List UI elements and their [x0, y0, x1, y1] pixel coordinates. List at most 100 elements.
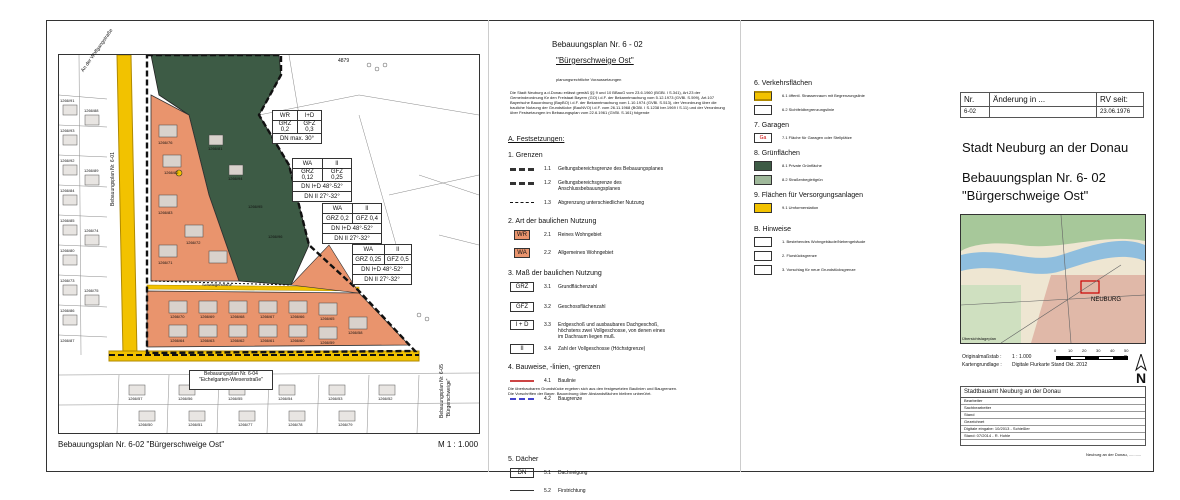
parcel-number: 1266/81	[208, 146, 223, 151]
plan-header-subtitle: "Bürgerschweige Ost"	[556, 56, 634, 65]
use-boundary	[150, 280, 292, 286]
legend-symbol	[754, 265, 772, 275]
parcel-number: 1266/74	[84, 228, 99, 233]
legend-group-title: 9. Flächen für Versorgungsanlagen	[754, 192, 863, 199]
legend-symbol	[510, 182, 534, 188]
legend-heading: A. Festsetzungen:	[508, 136, 565, 143]
dn-cell: DN I+D 48°-52°	[322, 223, 382, 234]
legend-text: 8.1 Private Grünfläche	[782, 163, 822, 168]
parcel-number: 1266/67	[260, 314, 275, 319]
base-label: Kartengrundlage :	[962, 362, 1002, 368]
legend-code: 1.3	[544, 200, 551, 206]
legend-code: 3.4	[544, 346, 551, 352]
legend-group-title: 2. Art der baulichen Nutzung	[508, 218, 597, 225]
scale-tick: 30	[1096, 348, 1101, 353]
legend-text: Allgemeines Wohngebiet	[558, 250, 614, 256]
overview-map-graphic: NEUBURG	[961, 215, 1145, 343]
signature-footer: Neuburg an der Donau, ...........	[1086, 452, 1142, 457]
legend-text: 8.2 Straßenbegleitgrün	[782, 177, 823, 182]
dn-cell: DN I+D 48°-52°	[292, 181, 352, 192]
legend-code: 1.2	[544, 180, 551, 186]
parcel-number: 1266/51	[188, 422, 203, 427]
footer-plan-title: Bebauungsplan Nr. 6-02 "Bürgerschweige O…	[58, 440, 225, 449]
parcel-number: 1266/63	[200, 338, 215, 343]
plan-sheet	[46, 20, 1154, 472]
legend-code: 3.2	[544, 304, 551, 310]
legend-text: Zahl der Vollgeschosse (Höchstgrenze)	[558, 346, 646, 352]
zone-cell: WA	[352, 244, 385, 255]
row-date: 23.06.1976	[1096, 106, 1144, 118]
grz-cell: GRZ 0,2	[272, 120, 298, 134]
parcel-number: 1266/66	[290, 314, 305, 319]
plan-boundary	[145, 55, 418, 355]
overview-map[interactable]: NEUBURG	[960, 214, 1146, 344]
base-value: Digitale Flurkarte Stand Okt. 2012	[1012, 362, 1088, 368]
transformer-station-icon	[175, 169, 183, 177]
parcel-number: 1266/95	[248, 204, 263, 209]
parcel-number: 1266/69	[200, 314, 215, 319]
legend-text: 1. Bestehendes Wohngebäude/Nebengebäude	[782, 239, 866, 244]
grz-cell: GRZ 0,25	[352, 254, 385, 265]
legend-group-title: 1. Grenzen	[508, 152, 543, 159]
legend-text: 9.1 Umformerstation	[782, 205, 819, 210]
legend-symbol: GRZ	[510, 282, 534, 292]
wa-zone-upper	[150, 94, 240, 282]
intro-text: Die Stadt Neuburg a.d.Donau erlässt gemä…	[510, 90, 725, 115]
dn-cell: DN I+D 48°-52°	[352, 264, 412, 275]
parcel-number: 1266/50	[138, 422, 153, 427]
legend-text: 6.2 Sichtfeldbegrenzungslinie	[782, 107, 835, 112]
zone-cell: WA	[322, 203, 353, 214]
gfz-cell: GFZ 0,3	[296, 120, 323, 134]
planned-buildings	[158, 124, 368, 340]
office-row: Sachbearbeiter	[961, 405, 1145, 412]
legend-group-title: 3. Maß der baulichen Nutzung	[508, 270, 602, 277]
legend-symbol	[754, 203, 772, 213]
parcel-number: 1266/84	[60, 188, 75, 193]
parcel-number: 1266/96	[268, 234, 283, 239]
legend-code: 2.2	[544, 250, 551, 256]
legend-code: 3.1	[544, 284, 551, 290]
legend-symbol	[510, 380, 534, 390]
parcel-number: 1266/83	[158, 210, 173, 215]
revision-table: Nr. Änderung in ... RV seit: 6-02 23.06.…	[960, 92, 1144, 118]
scale-tick: 0	[1054, 348, 1057, 353]
parcel-number: 1266/65	[320, 316, 335, 321]
legend-group-title: 5. Dächer	[508, 456, 539, 463]
north-arrow-icon	[1135, 354, 1147, 372]
existing-buildings	[62, 104, 396, 422]
legend-text: Erdgeschoß und ausbaubares Dachgeschoß, …	[558, 322, 666, 340]
legend-group-title: 8. Grünflächen	[754, 150, 800, 157]
parcel-number: 1266/68	[230, 314, 245, 319]
legend-symbol	[754, 105, 772, 115]
legend-symbol: II	[510, 344, 534, 354]
north-arrow: N	[1136, 370, 1147, 386]
parcel-number: 1266/72	[186, 240, 201, 245]
col-change: Änderung in ...	[989, 92, 1097, 107]
legend-text: Abgrenzung unterschiedlicher Nutzung	[558, 200, 645, 206]
legend-symbol	[754, 237, 772, 247]
site-map[interactable]	[59, 55, 479, 433]
legend-text: Dachneigung	[558, 470, 588, 476]
plan-title-line1: Bebauungsplan Nr. 6- 02	[962, 170, 1106, 185]
legend-symbol	[510, 490, 534, 500]
legend-code: 4.2	[544, 396, 551, 402]
parcel-number: 1266/77	[238, 422, 253, 427]
neighbor-plan-subtitle: "Eichelgarten-Wiesenstraße"	[199, 377, 263, 383]
plan-header-title: Bebauungsplan Nr. 6 - 02	[552, 40, 643, 49]
street-label: Schwaigerstraße	[202, 282, 233, 287]
office-row: Bearbeiter	[961, 398, 1145, 405]
parcel-number: 1266/89	[84, 168, 99, 173]
legend-text: Geltungsbereichsgrenze des Anschlussbeba…	[558, 180, 622, 192]
dn-cell: DN II 27°-32°	[322, 233, 382, 244]
scale-tick: 20	[1082, 348, 1087, 353]
parcel-number: 1266/88	[84, 108, 99, 113]
legend-group-title: 6. Verkehrsflächen	[754, 80, 812, 87]
office-row: Gezeichnet	[961, 419, 1145, 426]
dn-cell: DN max. 30°	[272, 133, 322, 144]
parcel-number: 1266/85	[60, 218, 75, 223]
floors-cell: I+D	[296, 110, 323, 121]
legend-symbol: Ga	[754, 133, 772, 143]
legend-code: 1.1	[544, 166, 551, 172]
